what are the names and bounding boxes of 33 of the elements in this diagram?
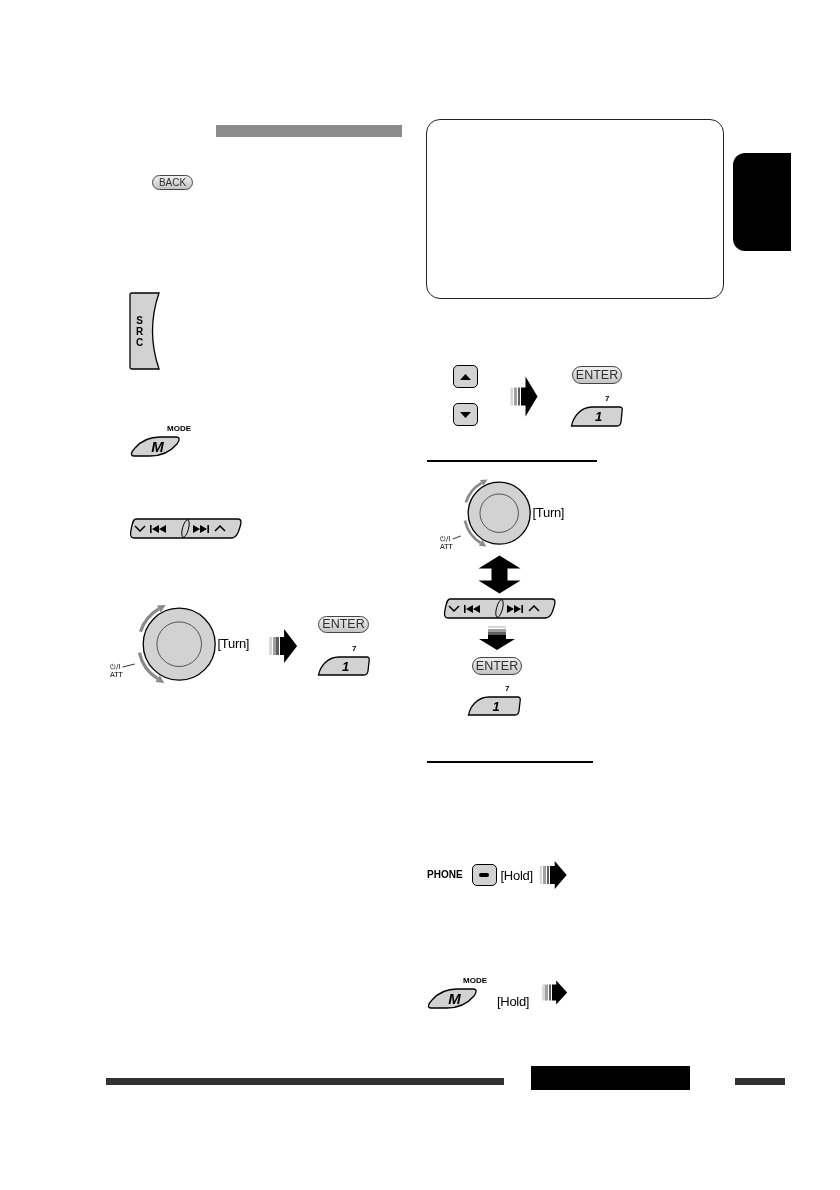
leader-line bbox=[452, 535, 462, 540]
phone-label: PHONE bbox=[427, 869, 463, 881]
arrow bbox=[510, 376, 538, 417]
double-arrow bbox=[478, 555, 521, 594]
mode-label: MODE bbox=[167, 424, 191, 434]
arrow bbox=[542, 980, 568, 1005]
key-number-label: 7 bbox=[605, 394, 610, 404]
mode-label: MODE bbox=[463, 976, 487, 986]
instruction-text: [Hold] bbox=[497, 994, 530, 1009]
arrow bbox=[539, 861, 567, 889]
instruction-text: [Turn] bbox=[217, 636, 250, 652]
back-button: BACK bbox=[152, 175, 193, 190]
enter-button: ENTER bbox=[318, 616, 369, 633]
enter-button: ENTER bbox=[572, 366, 622, 384]
mode-button: M bbox=[130, 436, 181, 457]
preset-button: 1 bbox=[317, 656, 370, 676]
key-number-label: 7 bbox=[505, 684, 510, 694]
down-button bbox=[453, 403, 478, 426]
arrow bbox=[479, 626, 515, 650]
skip-button bbox=[443, 598, 556, 619]
instruction-text: [Hold] bbox=[500, 867, 533, 883]
skip-button bbox=[129, 518, 242, 539]
side-tab bbox=[733, 153, 791, 251]
enter-button: ENTER bbox=[472, 657, 522, 675]
up-button bbox=[453, 365, 478, 388]
mode-button: M bbox=[427, 988, 478, 1009]
preset-button: 1 bbox=[570, 406, 623, 427]
key-number-label: 7 bbox=[352, 644, 357, 654]
source-button: S R C bbox=[129, 292, 160, 370]
leader-line bbox=[122, 663, 136, 668]
preset-button: 1 bbox=[467, 696, 521, 716]
arrow bbox=[269, 629, 298, 663]
instruction-text: [Turn] bbox=[532, 505, 565, 521]
